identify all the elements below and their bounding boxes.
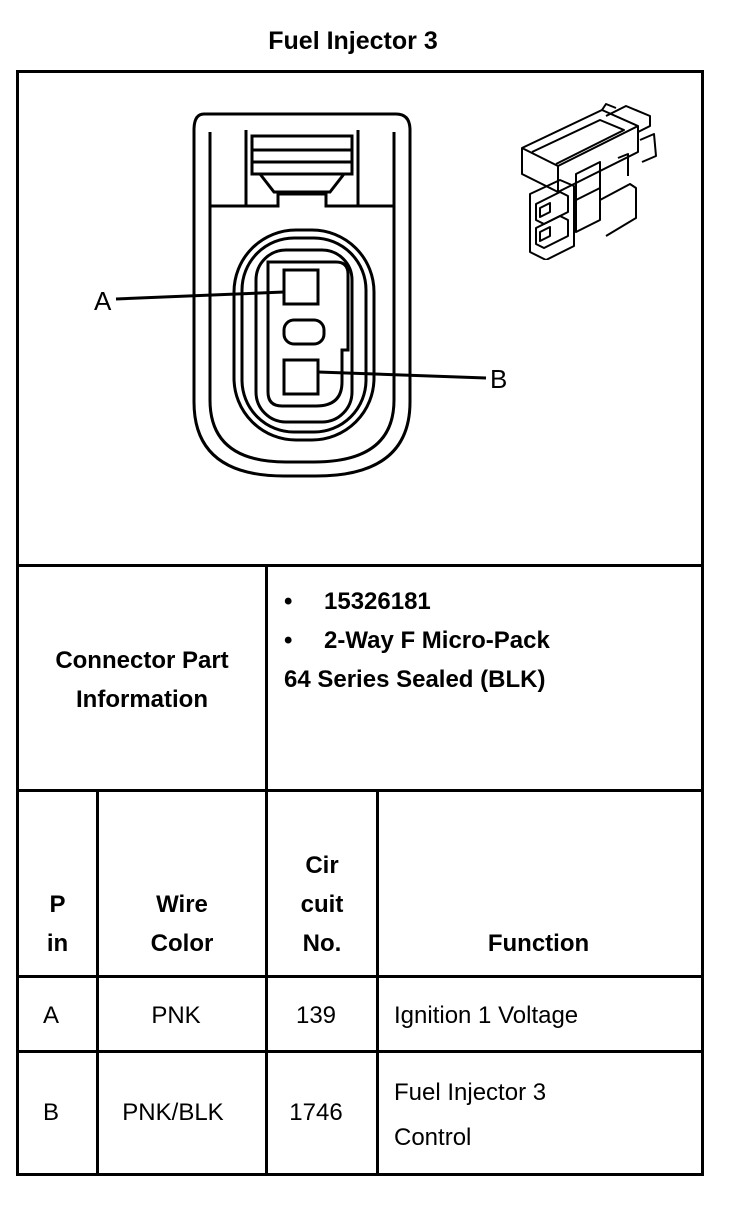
page-title: Fuel Injector 3 — [268, 27, 438, 55]
row-b-wire-color: PNK/BLK — [122, 1099, 224, 1126]
divider-info-bottom — [16, 789, 701, 792]
header-pin: P in — [46, 891, 69, 957]
connector-table-frame — [16, 70, 704, 1176]
divider-info-column — [265, 564, 268, 792]
pin-a-label: A — [94, 286, 112, 316]
connector-face-diagram: A B — [94, 112, 507, 478]
row-a-function: Ignition 1 Voltage — [394, 1002, 579, 1029]
part-number-item: • 15326181 — [284, 582, 431, 621]
header-circuit-no: Cir cuit No. — [300, 852, 344, 957]
divider-col-circuit — [376, 789, 379, 1173]
divider-diagram-bottom — [16, 564, 701, 567]
row-b-function: Fuel Injector 3 Control — [394, 1079, 547, 1151]
divider-row-a-bottom — [16, 1050, 701, 1053]
pin-b-label: B — [490, 364, 507, 394]
connector-isometric-icon — [521, 103, 657, 260]
connector-info-label: Connector Part Information — [19, 641, 265, 719]
header-wire-color: Wire Color — [150, 891, 214, 957]
connector-type-item: • 2-Way F Micro-Pack — [284, 621, 550, 660]
connector-type: 2-Way F Micro-Pack — [324, 627, 550, 654]
connector-series-line: 64 Series Sealed (BLK) — [284, 666, 546, 693]
row-b-pin: B — [42, 1099, 59, 1126]
divider-header-bottom — [16, 975, 701, 978]
divider-col-pin — [96, 789, 99, 1173]
bullet-icon: • — [284, 588, 293, 615]
header-function: Function — [487, 930, 590, 957]
connector-info-label-line2: Information — [76, 686, 208, 713]
connector-info-label-line1: Connector Part — [55, 647, 229, 674]
row-a-wire-color: PNK — [151, 1002, 201, 1029]
part-number: 15326181 — [324, 588, 431, 615]
row-a-pin: A — [42, 1002, 59, 1029]
divider-col-wire — [265, 789, 268, 1173]
row-b-circuit: 1746 — [289, 1099, 343, 1126]
bullet-icon: • — [284, 627, 293, 654]
row-a-circuit: 139 — [295, 1002, 337, 1029]
